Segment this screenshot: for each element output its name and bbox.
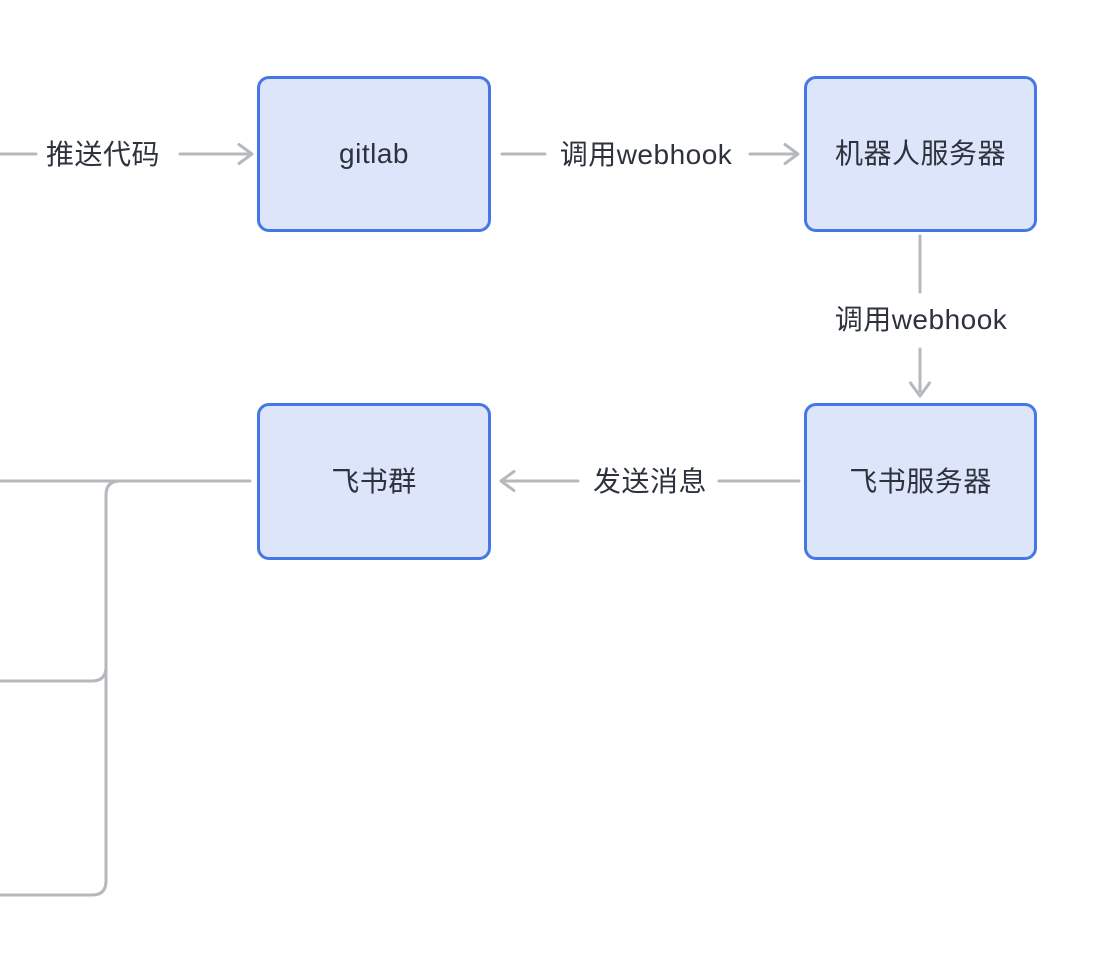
edge-offscreen-middle-elbow: [0, 665, 108, 683]
node-gitlab[interactable]: gitlab: [257, 76, 491, 232]
node-feishu-group[interactable]: 飞书群: [257, 403, 491, 560]
edge-offscreen-trunk: [0, 479, 122, 897]
node-feishu-server-label: 飞书服务器: [849, 465, 992, 497]
arrowhead-left-feishu-group-icon: [499, 470, 516, 492]
node-robot-server[interactable]: 机器人服务器: [804, 76, 1037, 232]
edge-label-call-webhook-vertical: 调用webhook: [834, 304, 1008, 335]
arrowhead-down-feishu-server-icon: [909, 381, 931, 398]
edge-label-send-message: 发送消息: [592, 466, 708, 497]
node-feishu-group-label: 飞书群: [331, 465, 417, 497]
arrowhead-right-gitlab-icon: [237, 143, 254, 165]
node-robot-server-label: 机器人服务器: [834, 138, 1006, 169]
node-gitlab-label: gitlab: [339, 138, 409, 169]
arrowhead-right-robot-icon: [783, 143, 800, 165]
edge-label-call-webhook-top: 调用webhook: [559, 139, 733, 170]
node-feishu-server[interactable]: 飞书服务器: [804, 403, 1037, 560]
edge-label-push-code: 推送代码: [45, 139, 161, 170]
